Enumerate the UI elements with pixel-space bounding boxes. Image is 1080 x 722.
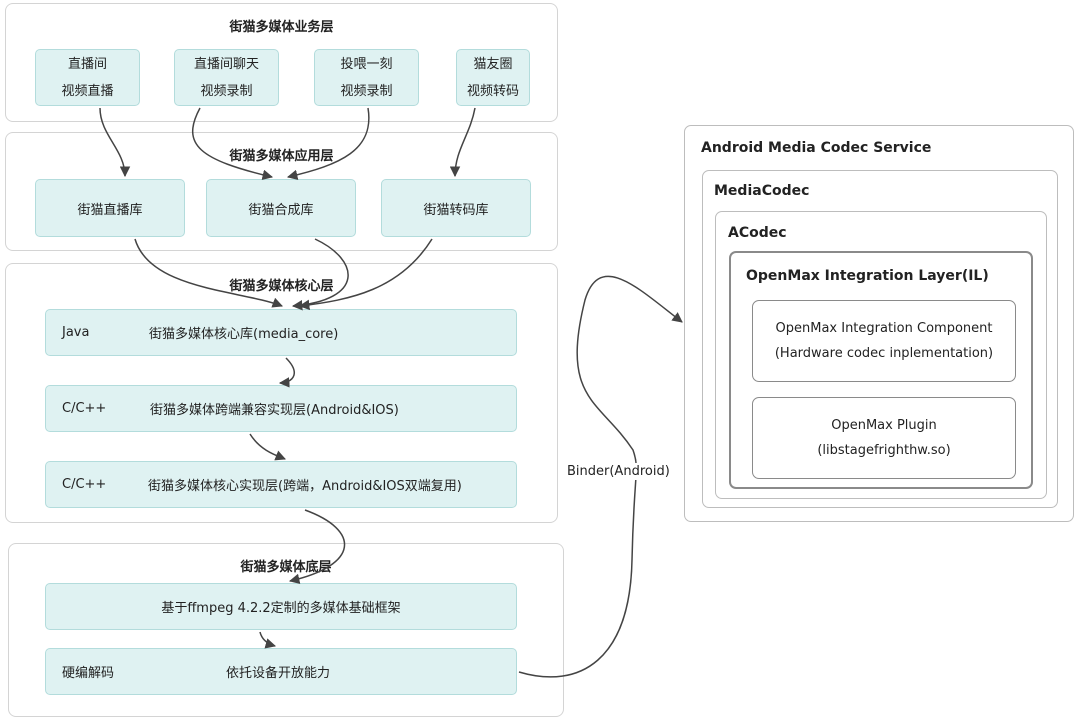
base-hw-tag: 硬编解码 <box>62 666 115 681</box>
android-service-title: Android Media Codec Service <box>701 140 932 156</box>
component-line2: (Hardware codec inplementation) <box>774 346 994 361</box>
core-row-text: 街猫多媒体核心实现层(跨端，Android&IOS双端复用) <box>148 479 462 494</box>
openmax-integration-component: OpenMax Integration Component (Hardware … <box>752 300 1016 382</box>
business-layer-title: 街猫多媒体业务层 <box>229 20 334 35</box>
base-layer-title: 街猫多媒体底层 <box>240 560 332 575</box>
core-row-crossplatform: C/C++ 街猫多媒体跨端兼容实现层(Android&IOS) <box>45 385 517 432</box>
business-node-line2: 视频录制 <box>340 83 393 99</box>
business-node-line1: 直播间 <box>67 56 107 72</box>
app-node-compose-lib: 街猫合成库 <box>206 179 356 237</box>
openmax-il-title: OpenMax Integration Layer(IL) <box>746 268 989 284</box>
business-node-cat-circle: 猫友圈 视频转码 <box>456 49 530 106</box>
app-layer-title: 街猫多媒体应用层 <box>229 149 334 164</box>
core-row-text: 街猫多媒体跨端兼容实现层(Android&IOS) <box>150 403 399 418</box>
business-node-line1: 猫友圈 <box>473 56 513 72</box>
core-row-impl: C/C++ 街猫多媒体核心实现层(跨端，Android&IOS双端复用) <box>45 461 517 508</box>
core-row-text: 街猫多媒体核心库(media_core) <box>149 327 339 342</box>
base-row-hw-codec: 硬编解码 依托设备开放能力 <box>45 648 517 695</box>
business-node-line2: 视频转码 <box>466 83 519 99</box>
base-hw-text: 依托设备开放能力 <box>226 666 331 681</box>
core-row-tag: C/C++ <box>62 477 107 492</box>
app-node-label: 街猫直播库 <box>77 202 143 218</box>
base-framework-label: 基于ffmpeg 4.2.2定制的多媒体基础框架 <box>161 601 401 616</box>
openmax-plugin: OpenMax Plugin (libstagefrighthw.so) <box>752 397 1016 479</box>
app-node-label: 街猫合成库 <box>248 202 314 218</box>
business-node-live-room: 直播间 视频直播 <box>35 49 140 106</box>
business-node-line1: 直播间聊天 <box>193 56 259 72</box>
business-node-live-chat: 直播间聊天 视频录制 <box>174 49 279 106</box>
business-node-line2: 视频直播 <box>61 83 114 99</box>
core-row-tag: Java <box>62 325 90 340</box>
business-node-line2: 视频录制 <box>200 83 253 99</box>
mediacodec-title: MediaCodec <box>714 183 810 199</box>
acodec-title: ACodec <box>728 225 787 241</box>
core-layer-title: 街猫多媒体核心层 <box>229 279 334 294</box>
component-line1: OpenMax Integration Component <box>775 321 993 336</box>
plugin-line2: (libstagefrighthw.so) <box>817 443 951 458</box>
app-node-label: 街猫转码库 <box>423 202 489 218</box>
business-node-feeding: 投喂一刻 视频录制 <box>314 49 419 106</box>
base-row-ffmpeg: 基于ffmpeg 4.2.2定制的多媒体基础框架 <box>45 583 517 630</box>
business-node-line1: 投喂一刻 <box>340 56 393 72</box>
app-node-live-lib: 街猫直播库 <box>35 179 185 237</box>
core-row-java: Java 街猫多媒体核心库(media_core) <box>45 309 517 356</box>
plugin-line1: OpenMax Plugin <box>831 418 937 433</box>
binder-label: Binder(Android) <box>565 463 672 480</box>
app-node-transcode-lib: 街猫转码库 <box>381 179 531 237</box>
core-row-tag: C/C++ <box>62 401 107 416</box>
